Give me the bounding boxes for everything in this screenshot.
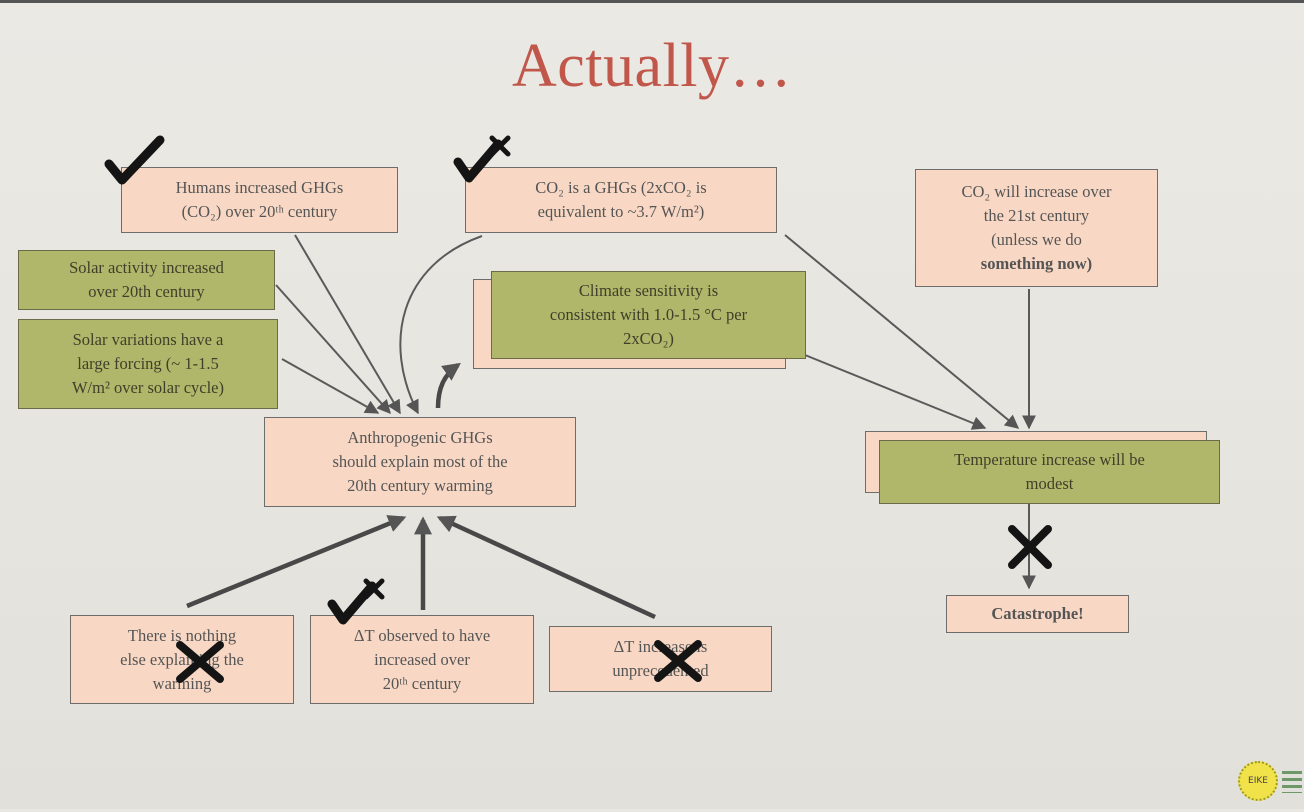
arrow-humans-to-anthropogenic [294,234,401,415]
logo-tagline-graphic [1282,771,1302,793]
check-cross-icon [327,578,385,625]
eike-logo: EIKE [1238,761,1278,801]
box-humans-increased-ghgs: Humans increased GHGs(CO₂) over 20ᵗʰ cen… [121,167,398,233]
slide-title: Actually… [512,32,792,100]
arrow-solar-variations-to-anthropogenic [281,358,380,414]
arrow-co2ghg-to-temperature [784,234,1020,429]
cross-icon [654,640,702,682]
arrow-anthropogenic-to-sensitivity [435,362,461,409]
arrow-co2ghg-to-anthropogenic [399,235,483,415]
cross-icon [1008,525,1052,569]
connector-arrows [186,234,1036,620]
cross-icon [176,641,224,683]
arrow-solar-activity-to-anthropogenic [275,284,391,415]
arrow-sensitivity-to-temperature [804,354,987,430]
arrow-nothing-else-to-anthropogenic [186,515,407,609]
box-catastrophe: Catastrophe! [946,595,1129,633]
checkmark-icon [104,135,165,185]
check-cross-icon [453,135,511,183]
arrow-unprecedented-to-anthropogenic [436,515,656,620]
